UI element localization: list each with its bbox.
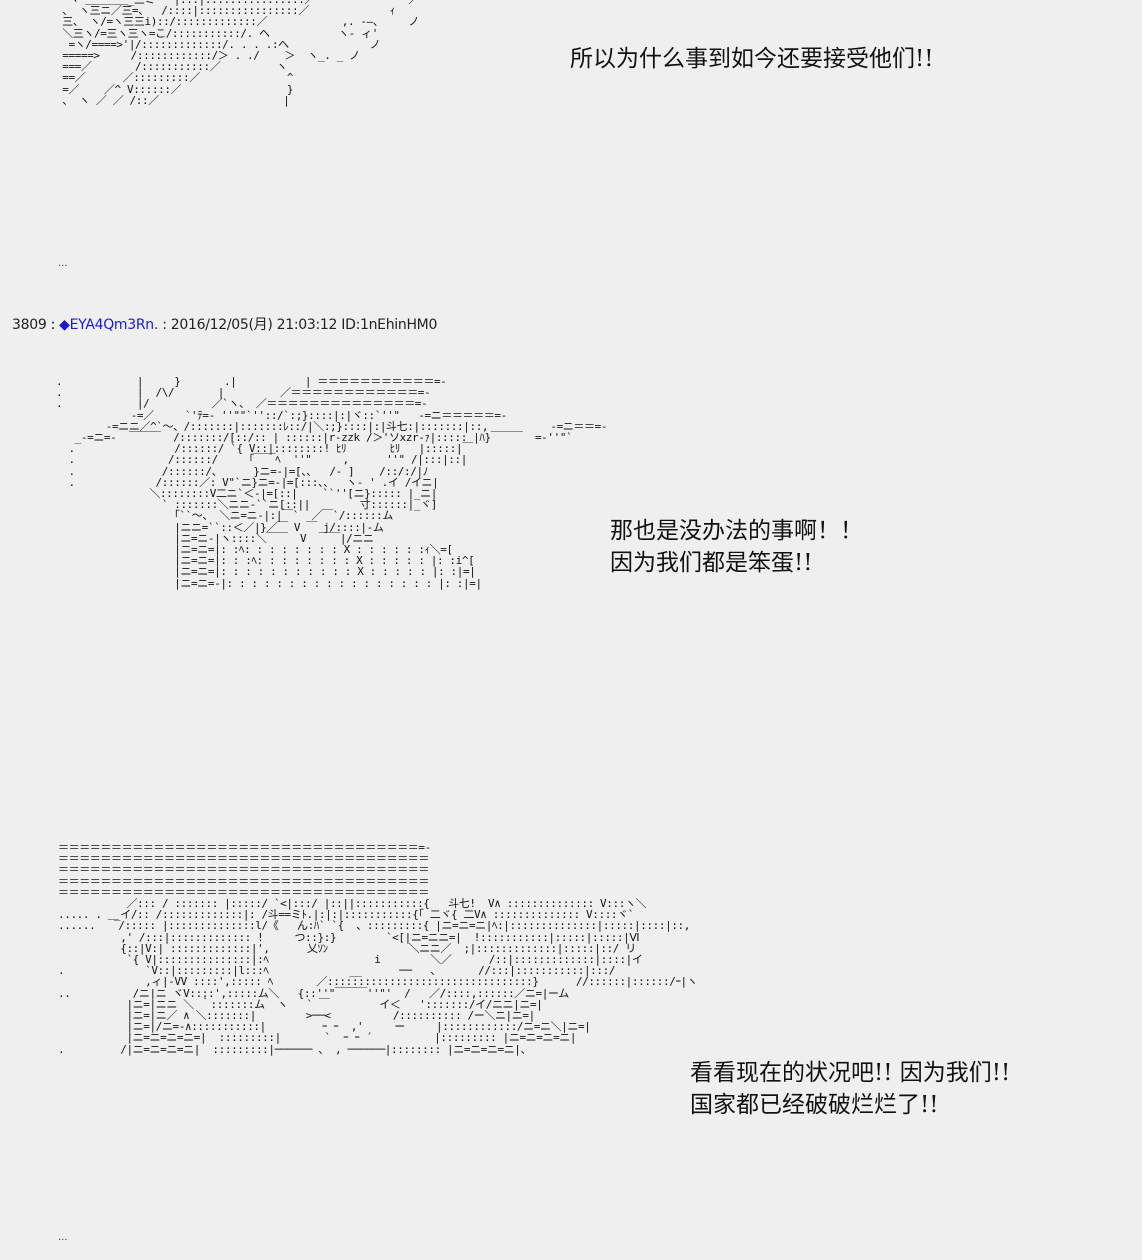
dialogue-line-3: 看看现在的状况吧!! 因为我们!! 国家都已经破破烂烂了!!	[690, 1060, 1011, 1118]
art-line: .. /ニ|ニ ヾV::::',:::::ム＼ {::''"￣￣￣''"' / …	[58, 986, 569, 1000]
art-line: {::|V:| :::::::::::::|', 乂ｿﾝ ＼ニニ／ ;|::::…	[58, 941, 636, 955]
art-line: ,' /:::|::::::::::::: ! つ::}:} `<[|ニ=ニニ=…	[58, 930, 640, 944]
art-line: _-=ニ=- ￣￣￣ /:::::::/[::/:: | ::::::|r-zz…	[56, 431, 573, 445]
art-line: ｢``～、 ＼ニ=ニ-|:|￣` ／￣`/::::::ム	[56, 509, 393, 523]
art-line: |ニニ=``::＜／|}／￣ V ￣ j/::::|-ム	[56, 520, 384, 534]
ascii-art-panel-2: . | } .| | ＝＝＝＝＝＝＝＝＝＝＝=-. | /\/ | ／＝＝＝＝＝…	[56, 376, 607, 589]
art-line: ＝＝＝＝＝＝＝＝＝＝＝＝＝＝＝＝＝＝＝＝＝＝＝＝＝＝＝＝＝＝＝＝＝＝＝	[58, 885, 429, 899]
art-line: ,ィ|-VV ::::',::::: ﾍ ／::::::::::::::::::…	[58, 975, 698, 989]
art-line: 、 ヽ ／ ／ /::／ |	[56, 93, 290, 107]
art-line: ..... . _イ/:: /:::::::::::::|: /斗==ミﾄ.|:…	[58, 908, 634, 922]
art-line: |ニ=ニ=ニ=ニ=| :::::::::| ` ｰ ｰ ´ |:::::::::…	[58, 1031, 577, 1045]
art-line: -=ニニ／^`～、/:::::::|:::::::ﾚ::/|＼:;}::::|:…	[56, 419, 608, 433]
ascii-art-panel-1: ヽ ＿＿＿＿_三ミ |:::|::::::::::::::::／ ／ 、 ヽ三ニ…	[56, 0, 419, 106]
art-line: |ニ=ニ=|: : : : : : : : : : : X : : : : : …	[56, 565, 476, 579]
art-line: ＼三ヽ/=三ヽ三ヽ=こ/:::::::::::/. ヘ ヽ- ィ'	[56, 26, 378, 40]
art-line: ＝＝＝＝＝＝＝＝＝＝＝＝＝＝＝＝＝＝＝＝＝＝＝＝＝＝＝＝＝＝＝＝＝＝＝	[58, 874, 429, 888]
art-line: . |/ ／`ヽ、 ／＝＝＝＝＝＝＝＝＝＝＝＝＝＝=-	[56, 397, 428, 411]
art-line: |ニ=ニ=-|: : : : : : : : : : : : : : : : :…	[56, 576, 482, 590]
art-line: =ヽ/====>'|/:::::::::::::/. . . .:ヘ ノ	[56, 37, 381, 51]
poster-name-link[interactable]: ◆EYA4Qm3Rn.	[59, 317, 159, 333]
art-line: 、 ヽ三ニ／三=、 /::::|::::::::::::::::／ ｨ	[56, 4, 395, 18]
art-line: ＝＝＝＝＝＝＝＝＝＝＝＝＝＝＝＝＝＝＝＝＝＝＝＝＝＝＝＝＝＝＝＝＝＝＝	[58, 863, 429, 877]
art-line: -=／ `'ﾃ=- ''""`''::/`:;}::::|:|ヾ::`''" -…	[56, 408, 508, 422]
art-line: ヽ ＿＿＿＿_三ミ |:::|::::::::::::::::／ ／	[56, 0, 419, 5]
post-separator: :	[46, 317, 60, 333]
art-line: . /|ニ=ニ=ニ=ニ| :::::::::|────── 、 , ──────…	[58, 1042, 532, 1056]
art-line: =====> /::::::::::::/＞ . ./ ＞ ヽ_. _ ノ	[56, 49, 360, 63]
art-line: |ニ=ニ-|ヽ::::＼￣￣ V ￣￣|/ニニ	[56, 531, 374, 545]
art-line: ` :::::::＼ニニ-``ニ[::|| 寸::::::|_ヾ]	[56, 498, 438, 512]
art-line: ＼::::::::V二ニ`＜-|=[::| ``''[ニ}::::: |_ニ|	[56, 487, 437, 501]
post-header: 3809 : ◆EYA4Qm3Rn. : 2016/12/05(月) 21:03…	[12, 314, 437, 334]
post-meta: : 2016/12/05(月) 21:03:12 ID:1nEhinHM0	[158, 317, 438, 333]
art-line: |ニ=ニ=|: : :ﾍ: : : : : : : : X : : : : : …	[56, 554, 475, 568]
art-line: |ニ=|/ニ=-∧:::::::::::| ｰ ｰ ,' ー |::::::::…	[58, 1020, 591, 1034]
art-line: ＝＝＝＝＝＝＝＝＝＝＝＝＝＝＝＝＝＝＝＝＝＝＝＝＝＝＝＝＝＝＝＝＝＝＝	[58, 852, 429, 866]
art-line: . /::::::/ `{ V::|::::::::! ﾋﾘ ﾋﾘ |:::::…	[56, 442, 473, 456]
art-line: ===／ /:::::::::::／ ヽ	[56, 60, 287, 74]
ellipsis-marker-bottom: ...	[58, 1232, 68, 1243]
art-line: . | /\/ | ／＝＝＝＝＝＝＝＝＝＝＝＝=-	[56, 386, 431, 400]
art-line: ==／ ／:::::::::／ ^	[56, 71, 294, 85]
art-line: . /::::::/、 }ニ=-|=[、、 /- ] /::/:/|ﾉ	[56, 464, 428, 478]
art-line: . /::::::/ ｢￣￣ﾍ ''" , ''" /|:::|::|	[56, 453, 467, 467]
ascii-art-panel-3: ＝＝＝＝＝＝＝＝＝＝＝＝＝＝＝＝＝＝＝＝＝＝＝＝＝＝＝＝＝＝＝＝＝＝=-＝＝＝＝…	[58, 841, 698, 1056]
art-line: |ニ=|ニニ ＼ ｀:::::::ム ヽ ` ￣ イ＜ ':::::::/イ/ニ…	[58, 997, 543, 1011]
art-line: . `V::|:::::::::|l:::ﾍ __ ── 、 //:::|:::…	[58, 964, 616, 978]
dialogue-line-1: 所以为什么事到如今还要接受他们!!	[570, 46, 934, 72]
ellipsis-marker: ...	[58, 258, 68, 269]
art-line: ／::: / ::::::: |:::::/ `<|:::/ |::||::::…	[58, 897, 647, 911]
art-line: ...... ￣/::::: |::::::::::::::l/《 ん:ﾊ` `…	[58, 919, 690, 933]
art-line: `{ V|:::::::::::::::|:ﾍ i ＼／ /::|:::::::…	[58, 953, 643, 967]
art-line: . /::::::／: V"`ニ}ニ=-|=[:::、、 ヽ- ' .イ /イニ…	[56, 475, 439, 489]
art-line: ＝＝＝＝＝＝＝＝＝＝＝＝＝＝＝＝＝＝＝＝＝＝＝＝＝＝＝＝＝＝＝＝＝＝=-	[58, 841, 431, 854]
art-line: |ニ=|ニ／ ∧ ＼:::::::| >──< /:::::::::: /ー＼ニ…	[58, 1009, 535, 1023]
art-line: . | } .| | ＝＝＝＝＝＝＝＝＝＝＝=-	[56, 375, 447, 388]
art-line: =／ ／^ V::::::／ }	[56, 82, 294, 96]
art-line: 三、 ヽ/=ヽ三三i)::/:::::::::::::／ ,. -―、 ノ	[56, 15, 419, 29]
art-line: |ニ=ニ=|: :ﾍ: : : : : : : : X : : : : : :ｨ…	[56, 543, 453, 557]
post-number: 3809	[12, 317, 47, 333]
dialogue-line-2: 那也是没办法的事啊！！ 因为我们都是笨蛋!!	[610, 518, 863, 576]
